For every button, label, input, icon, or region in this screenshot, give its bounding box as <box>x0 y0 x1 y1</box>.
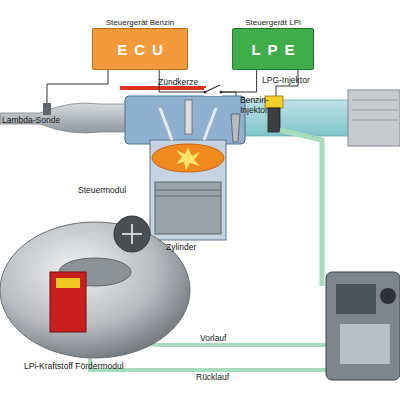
control-unit-box: Steuergerät LPiLPE <box>232 28 314 70</box>
lambda-sensor <box>43 103 51 115</box>
part-label: LPi-Kraftstoff Fördermodul <box>24 362 164 372</box>
spark-plug <box>185 100 192 134</box>
part-label: Zylinder <box>166 243 216 253</box>
piston <box>155 182 221 234</box>
lpg-injector-body <box>268 108 280 132</box>
changeover-switch <box>205 85 220 92</box>
exhaust-pipe <box>0 103 130 133</box>
part-label: Rücklauf <box>196 373 246 383</box>
piston-ring <box>155 190 221 191</box>
part-label: LPG-Injektor <box>262 76 322 86</box>
petrol-injector <box>231 114 240 142</box>
gas-line <box>280 130 322 286</box>
part-label: Benzin- Injektor <box>240 96 276 115</box>
air-filter <box>348 90 400 146</box>
regulator-detail <box>336 284 376 314</box>
part-label: Lambda-Sonde <box>2 116 72 126</box>
cylinder <box>150 140 226 240</box>
control-module <box>114 216 150 252</box>
control-unit-box: Steuergerät BenzinECU <box>92 28 188 70</box>
unit-heading: Steuergerät LPi <box>213 18 333 27</box>
air-filter-rib <box>352 100 398 101</box>
pressure-regulator <box>326 272 400 380</box>
control-module-detail <box>122 224 142 244</box>
unit-name: ECU <box>110 41 170 58</box>
air-filter-rib <box>352 110 398 111</box>
part-label: Steuermodul <box>78 186 148 196</box>
switch-gap <box>204 88 222 96</box>
pump-module <box>50 272 86 332</box>
part-label: Zündkerze <box>158 78 218 88</box>
cylinder-head <box>125 96 245 144</box>
pump-module-top <box>56 278 80 288</box>
piston-ring <box>155 196 221 197</box>
unit-heading: Steuergerät Benzin <box>73 18 207 27</box>
regulator-detail <box>380 288 396 304</box>
toroidal-tank <box>0 222 190 358</box>
unit-name: LPE <box>244 41 301 58</box>
signal-wire <box>47 70 108 104</box>
combustion-flame <box>152 144 224 172</box>
switch-contact <box>204 91 207 94</box>
switch-contact <box>220 91 223 94</box>
regulator-detail <box>340 324 390 364</box>
air-filter-rib <box>352 120 398 121</box>
ignition-spark <box>176 148 200 170</box>
part-label: Vorlauf <box>200 334 250 344</box>
